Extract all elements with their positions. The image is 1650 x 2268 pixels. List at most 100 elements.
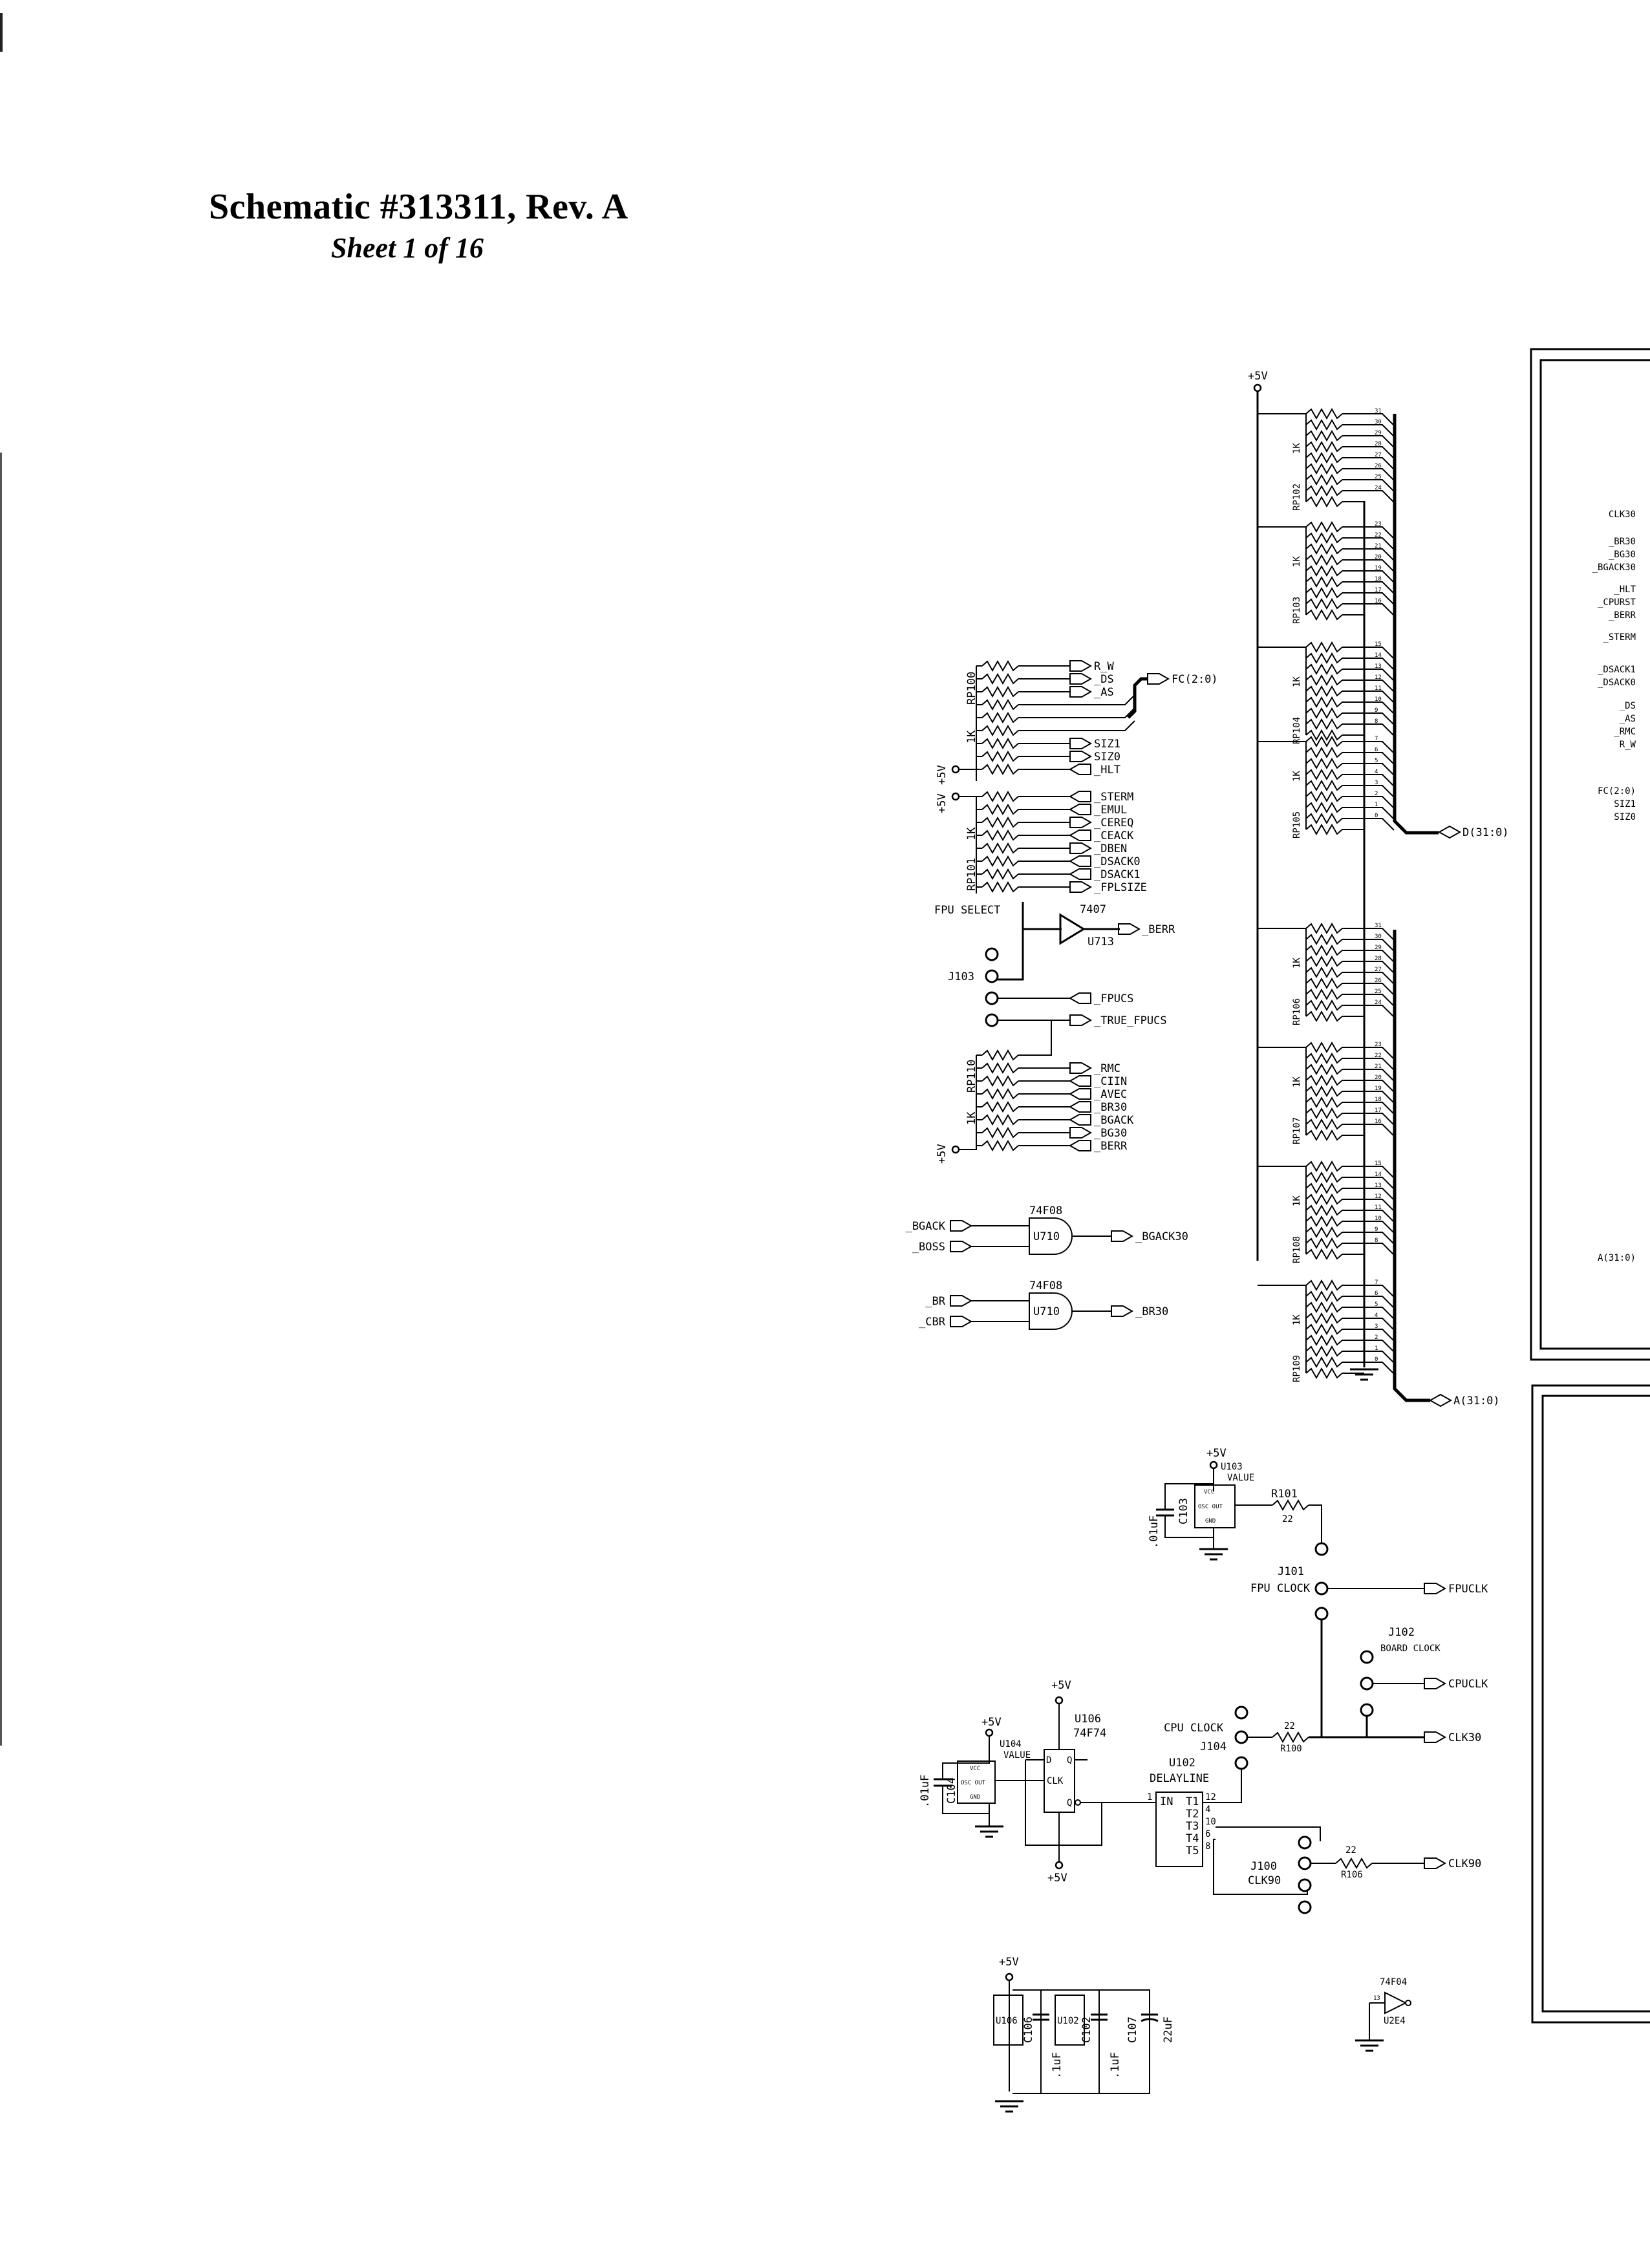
offpage-port <box>950 1295 972 1307</box>
addr-bus-line <box>1393 930 1430 1402</box>
delay-pinnum: 8 <box>1205 1841 1210 1852</box>
c104-value: .01uF <box>919 1775 932 1808</box>
inverter-part: 74F04 <box>1380 1977 1407 1987</box>
bit-label: 1 <box>1375 802 1378 808</box>
jumper-pin[interactable] <box>1298 1835 1312 1850</box>
jumper-pin[interactable] <box>985 969 999 983</box>
jumper-pin[interactable] <box>1298 1856 1312 1870</box>
bit-label: 8 <box>1375 1237 1378 1244</box>
rp110-ref: RP110 <box>965 1060 978 1093</box>
delayline-u102 <box>1155 1792 1203 1867</box>
fpu-clock-section: +5V U103 VALUE VCC OSC OUT GND C103 .01u… <box>1148 1447 1488 1737</box>
bit-label: 12 <box>1375 674 1382 681</box>
signal-label: _BERR <box>1094 1140 1128 1153</box>
delay-pin-t3: T3 <box>1186 1820 1199 1833</box>
j100-label: CLK90 <box>1248 1874 1281 1887</box>
jumper-pin[interactable] <box>1298 1878 1312 1892</box>
right-block-signal: _BR30 <box>1609 537 1636 547</box>
bit-label: 18 <box>1375 576 1382 583</box>
rp100-value: 1K <box>965 730 978 744</box>
signal-label: _RMC <box>1094 1062 1120 1075</box>
pack-ref: RP106 <box>1292 998 1302 1025</box>
cpu-clock-section: +5V U104 VALUE VCC OSC OUT GND C104 .01u… <box>919 1679 1321 1895</box>
c106-ref: C106 <box>1022 2017 1035 2043</box>
offpage-port <box>1069 1114 1091 1126</box>
delay-pin-t5: T5 <box>1186 1845 1199 1857</box>
jumper-pin[interactable] <box>1234 1756 1248 1770</box>
bit-label: 5 <box>1375 758 1378 764</box>
jumper-pin[interactable] <box>1298 1900 1312 1914</box>
offpage-port <box>1069 842 1091 854</box>
bit-label: 31 <box>1375 408 1382 414</box>
bit-label: 3 <box>1375 1323 1378 1330</box>
jumper-pin[interactable] <box>1314 1581 1329 1596</box>
osc-pin-gnd: GND <box>970 1794 980 1801</box>
bit-label: 5 <box>1375 1301 1378 1308</box>
offpage-port <box>1069 881 1091 893</box>
jumper-pin[interactable] <box>985 991 999 1005</box>
jumper-pin[interactable] <box>1234 1706 1248 1720</box>
right-block-signal: _BERR <box>1609 610 1636 621</box>
delay-pinnum: 6 <box>1205 1829 1210 1839</box>
board-clock-section: J102 BOARD CLOCK CPUCLK CLK30 <box>1309 1626 1488 1744</box>
pack-value: 1K <box>1292 957 1302 968</box>
signal-label: R_W <box>1094 660 1114 673</box>
inverter-ref: U2E4 <box>1384 2016 1406 2026</box>
right-block-signal: _DSACK1 <box>1598 665 1636 675</box>
signal-label: _DSACK0 <box>1094 855 1141 868</box>
offpage-port <box>1069 751 1091 762</box>
jumper-pin[interactable] <box>1360 1703 1374 1717</box>
bit-label: 2 <box>1375 791 1378 797</box>
osc-pin-out: OSC OUT <box>961 1780 986 1786</box>
bit-label: 15 <box>1375 1161 1382 1167</box>
fpu-select-group: FPU SELECT 7407 U713 _BERR J103 _FPUCS _… <box>934 902 1175 1056</box>
bit-label: 28 <box>1375 441 1382 447</box>
pack-value: 1K <box>1292 771 1302 782</box>
j100-ref: J100 <box>1250 1860 1277 1873</box>
right-block-signal: A(31:0) <box>1598 1253 1636 1263</box>
offpage-port <box>1069 686 1091 698</box>
chip-u102 <box>1055 1995 1085 2046</box>
bit-label: 7 <box>1375 736 1378 742</box>
right-block-signal: _DSACK0 <box>1598 678 1636 688</box>
j102-label: BOARD CLOCK <box>1380 1643 1441 1654</box>
c103-value: .01uF <box>1148 1515 1161 1548</box>
data-bus-label: D(31:0) <box>1462 826 1509 839</box>
j101-label: FPU CLOCK <box>1250 1582 1311 1595</box>
jumper-pin[interactable] <box>985 947 999 961</box>
buffer-7407 <box>1059 913 1086 945</box>
j104-label: CPU CLOCK <box>1164 1722 1224 1735</box>
decoupling-section: +5V U106 U102 C106 .1uF C102 .1uF C107 2… <box>993 1956 1175 2113</box>
signal-label: _DS <box>1094 673 1114 686</box>
jumper-pin[interactable] <box>1314 1542 1329 1556</box>
bit-label: 22 <box>1375 1053 1382 1059</box>
jumper-pin[interactable] <box>1360 1650 1374 1664</box>
signal-label: SIZ1 <box>1094 738 1120 751</box>
delay-pinnum: 1 <box>1147 1792 1152 1803</box>
jumper-pin[interactable] <box>985 1013 999 1027</box>
offpage-port <box>1069 855 1091 867</box>
bit-label: 27 <box>1375 452 1382 458</box>
osc-pin-gnd: GND <box>1205 1518 1216 1524</box>
right-block-signal: _HLT <box>1614 584 1636 595</box>
ff-pin-d: D <box>1046 1755 1051 1766</box>
u106-part: 74F74 <box>1073 1727 1106 1740</box>
offpage-port <box>1069 738 1091 749</box>
bit-label: 30 <box>1375 419 1382 425</box>
resistor-pack-rp100: RP100 1K +5V <box>936 666 978 785</box>
right-block-signal: _RMC <box>1614 727 1636 737</box>
jumper-pin[interactable] <box>1360 1676 1374 1691</box>
jumper-pin[interactable] <box>1234 1730 1248 1744</box>
bit-label: 4 <box>1375 769 1378 775</box>
bit-label: 28 <box>1375 956 1382 962</box>
rp101-ref: RP101 <box>965 858 978 891</box>
r106-value: 22 <box>1345 1845 1356 1856</box>
pack-ref: RP109 <box>1292 1355 1302 1382</box>
jumper-pin[interactable] <box>1314 1607 1329 1621</box>
bit-label: 30 <box>1375 934 1382 940</box>
right-block-signal: SIZ1 <box>1614 799 1636 809</box>
